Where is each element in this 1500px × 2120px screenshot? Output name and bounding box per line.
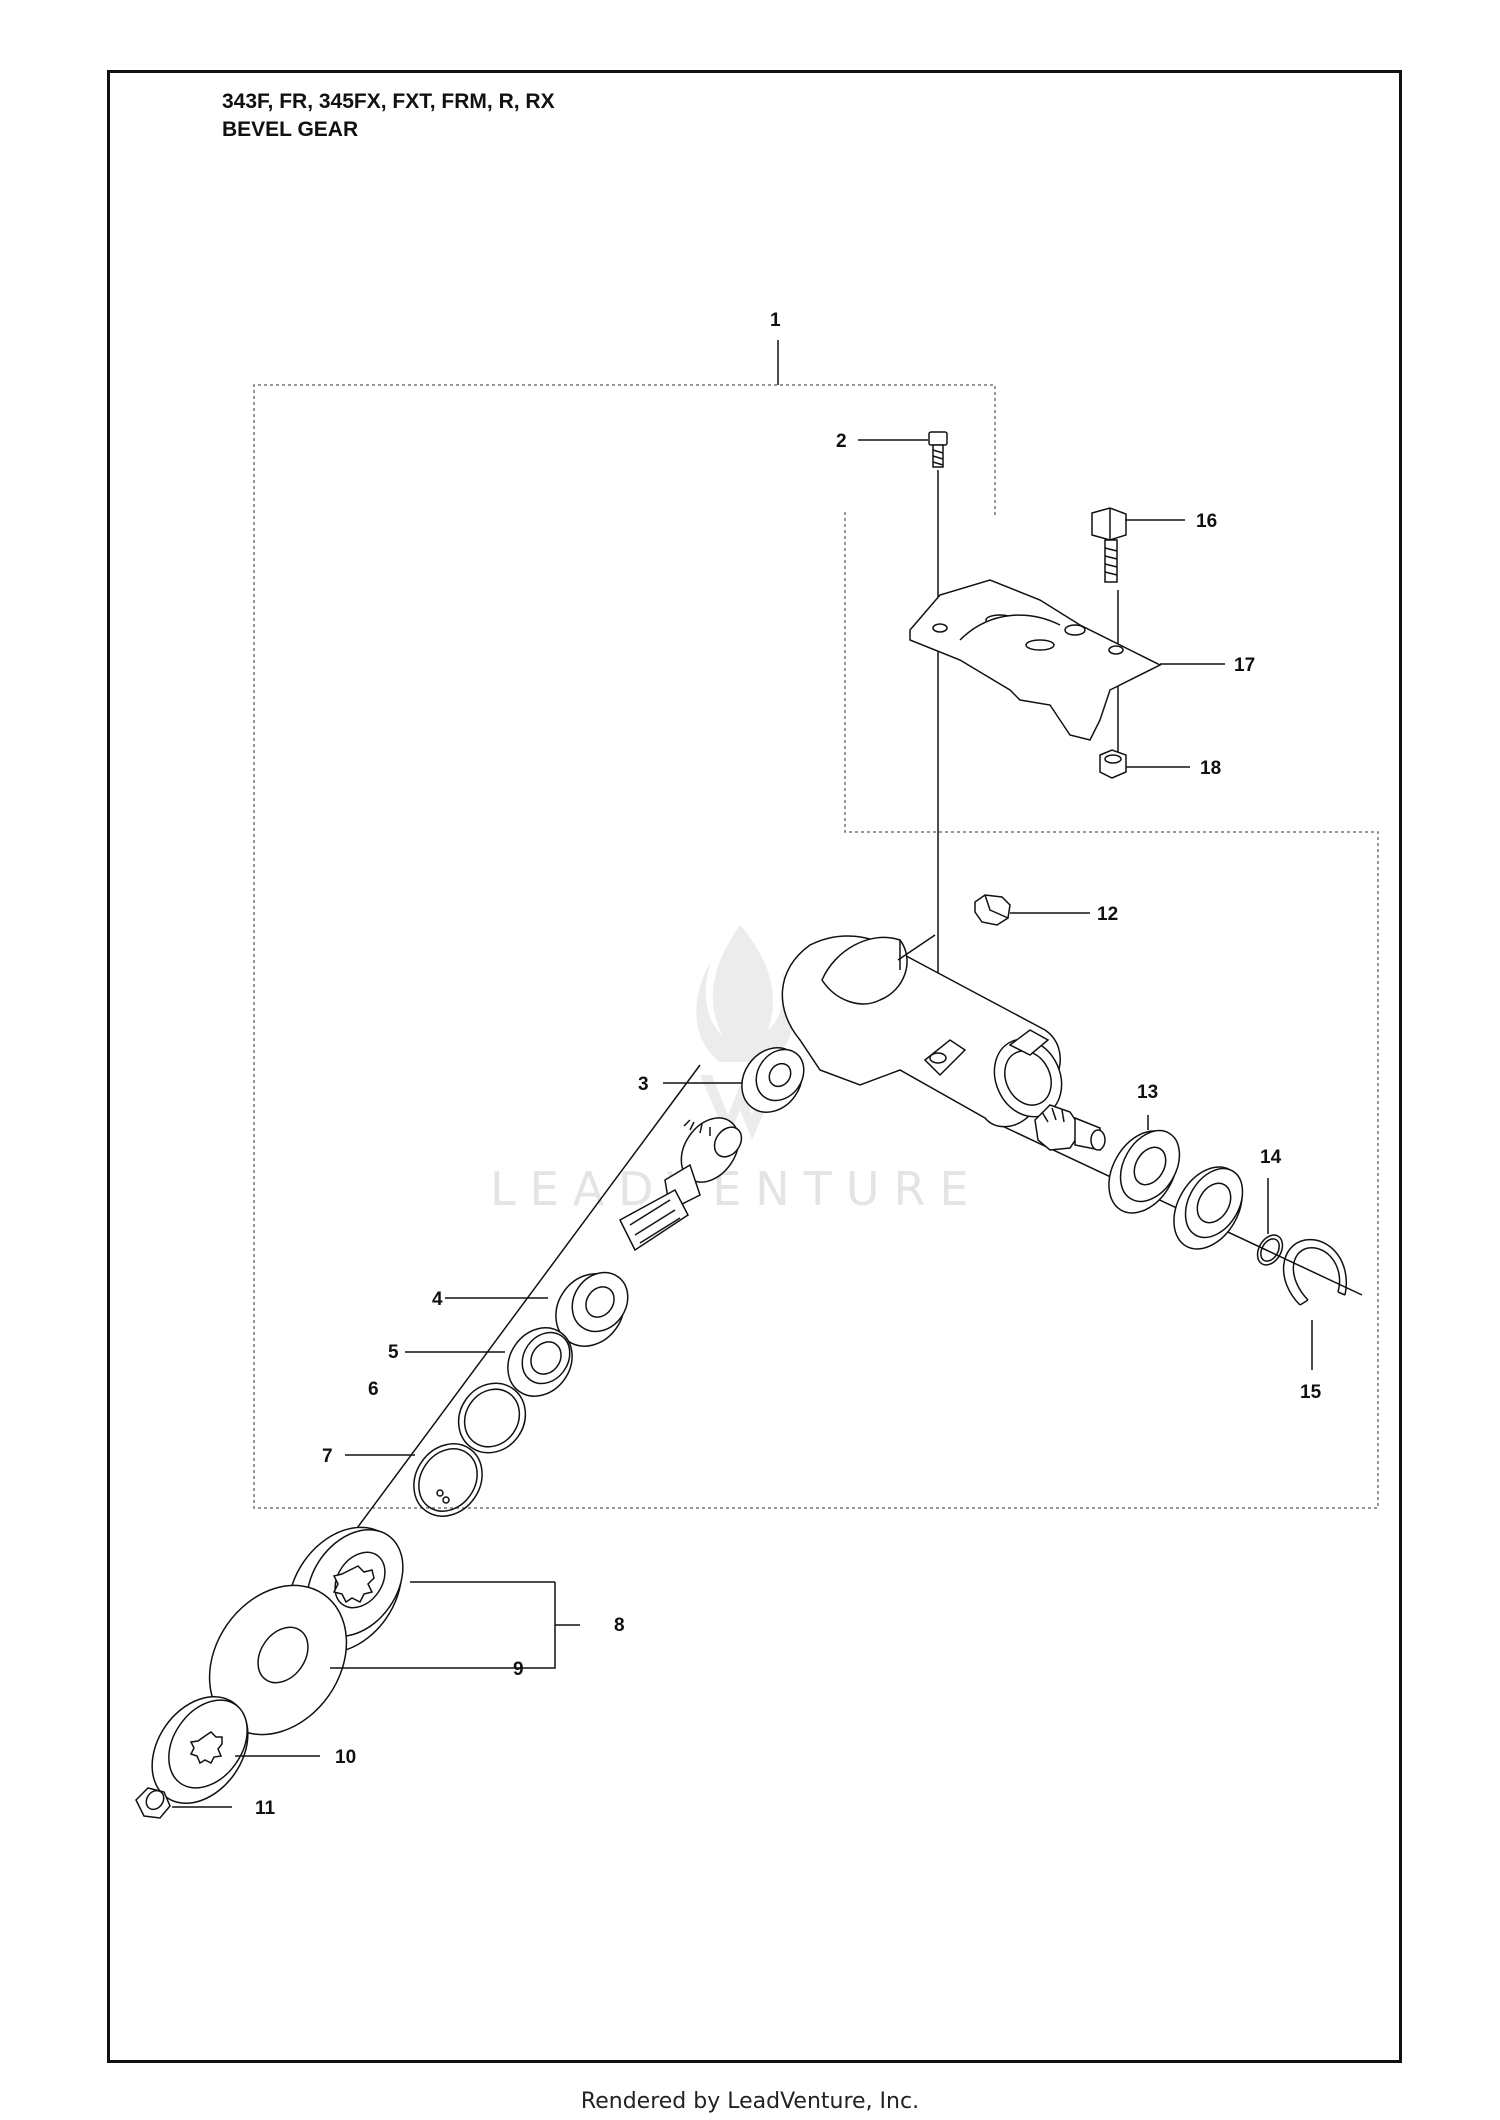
footer-credit: Rendered by LeadVenture, Inc. bbox=[580, 2089, 920, 2114]
ring-part-14 bbox=[1256, 1234, 1284, 1266]
bearing-part-4 bbox=[555, 1271, 629, 1347]
callout-1: 1 bbox=[770, 310, 781, 331]
support-cup-part-9 bbox=[208, 1584, 348, 1736]
bolt-part-2 bbox=[928, 431, 948, 468]
model-list-title: 343F, FR, 345FX, FXT, FRM, R, RX bbox=[222, 90, 555, 113]
callout-2: 2 bbox=[836, 431, 847, 452]
watermark-text: LEADVENTURE bbox=[490, 1162, 983, 1216]
circlip-part-7 bbox=[413, 1443, 483, 1517]
bearing-part-13 bbox=[1108, 1129, 1181, 1214]
callout-9: 9 bbox=[513, 1659, 524, 1680]
callout-18: 18 bbox=[1200, 758, 1221, 779]
callout-10: 10 bbox=[335, 1747, 356, 1768]
callout-8: 8 bbox=[614, 1615, 625, 1636]
callout-4: 4 bbox=[432, 1289, 443, 1310]
assembly-title: BEVEL GEAR bbox=[222, 118, 359, 141]
callout-3: 3 bbox=[638, 1074, 649, 1095]
circlip-part-15 bbox=[1283, 1238, 1348, 1306]
callout-13: 13 bbox=[1137, 1082, 1158, 1103]
retaining-ring-part-6 bbox=[457, 1382, 527, 1454]
guard-plate-part-17 bbox=[909, 579, 1162, 741]
bevel-gear-shaft bbox=[619, 1117, 743, 1252]
callout-12: 12 bbox=[1097, 904, 1118, 925]
callout-15: 15 bbox=[1300, 1382, 1322, 1403]
leader-lines bbox=[172, 439, 1313, 1808]
kit-outline-dashed bbox=[253, 384, 1379, 1509]
watermark-flame-logo bbox=[696, 925, 795, 1140]
callout-7: 7 bbox=[322, 1446, 333, 1467]
callout-16: 16 bbox=[1196, 511, 1217, 532]
washer-part-10 bbox=[151, 1695, 249, 1805]
gear-housing bbox=[781, 935, 1063, 1128]
pinion-gear bbox=[1034, 1104, 1106, 1151]
diagram-frame bbox=[107, 70, 1402, 2063]
seal-right bbox=[1173, 1166, 1244, 1250]
callout-6: 6 bbox=[368, 1379, 379, 1400]
callout-5: 5 bbox=[388, 1342, 399, 1363]
screw-part-16 bbox=[1091, 507, 1127, 583]
nut-part-18 bbox=[1099, 749, 1127, 779]
seal-part-5 bbox=[507, 1327, 573, 1397]
callout-11: 11 bbox=[255, 1798, 276, 1819]
callout-17: 17 bbox=[1234, 655, 1255, 676]
plug-part-12 bbox=[974, 894, 1011, 926]
bearing-part-3 bbox=[741, 1047, 805, 1113]
nut-part-11 bbox=[135, 1787, 171, 1819]
callout-14: 14 bbox=[1260, 1147, 1282, 1168]
